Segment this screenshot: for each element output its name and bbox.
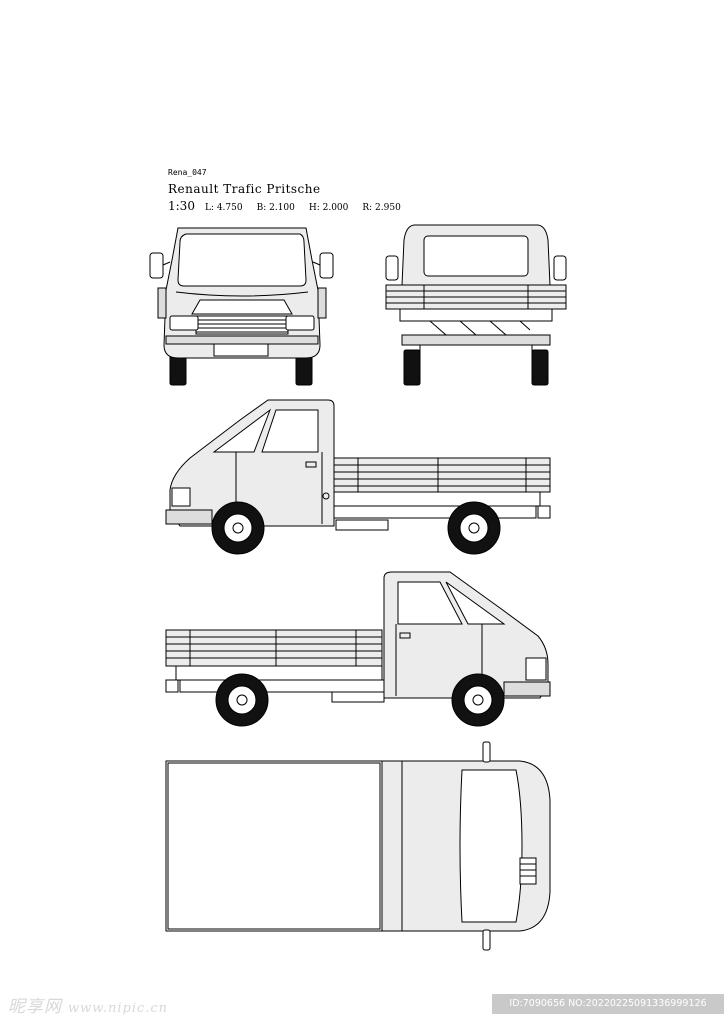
drawing-code: Rena_047 (168, 168, 207, 177)
top-windshield (459, 769, 523, 923)
rear-left-tire (403, 349, 421, 386)
front-mirror-left (149, 252, 164, 279)
top-view (165, 741, 551, 951)
left-side-headlight (171, 487, 191, 507)
height-label: H: 2.000 (308, 203, 349, 213)
front-mirror-right (319, 252, 334, 279)
left-side-door-window (261, 409, 319, 453)
front-windshield (177, 233, 307, 287)
right-side-door-window (397, 581, 463, 625)
headlight-left (169, 315, 199, 331)
rear-right-tire (531, 349, 549, 386)
watermark-site: 昵享网 www.nipic.cn (8, 992, 168, 1017)
wheelbase-label: R: 2.950 (362, 203, 401, 213)
scale-label: 1:30 (168, 199, 195, 213)
dimensions-line: 1:30 L: 4.750 B: 2.100 H: 2.000 R: 2.950 (168, 199, 415, 213)
length-label: L: 4.750 (204, 203, 243, 213)
watermark-site-name: 昵享网 (8, 997, 62, 1017)
front-grille (195, 315, 289, 335)
front-license-plate (213, 343, 269, 357)
rear-mirror-left (385, 255, 399, 281)
rear-view (385, 224, 567, 386)
rear-mirror-right (553, 255, 567, 281)
side-view-left (165, 399, 551, 555)
top-mirror-left (482, 741, 491, 763)
width-label: B: 2.100 (256, 203, 295, 213)
headlight-right (285, 315, 315, 331)
front-left-tire (169, 354, 187, 386)
right-side-windshield (445, 581, 506, 625)
left-side-windshield (212, 408, 272, 453)
side-view-right (165, 571, 551, 727)
front-view (149, 227, 334, 386)
vehicle-title: Renault Trafic Pritsche (168, 182, 321, 196)
top-mirror-right (482, 929, 491, 951)
right-side-headlight (525, 657, 547, 681)
front-right-tire (295, 354, 313, 386)
watermark-site-url: www.nipic.cn (68, 1001, 169, 1016)
rear-bumper (401, 334, 551, 346)
rear-cab-window (423, 235, 529, 277)
watermark-image-id: ID:7090656 NO:20220225091336999126 (492, 994, 724, 1014)
left-side-bed (333, 457, 551, 493)
right-side-bed (165, 629, 383, 667)
top-bed (165, 760, 383, 932)
